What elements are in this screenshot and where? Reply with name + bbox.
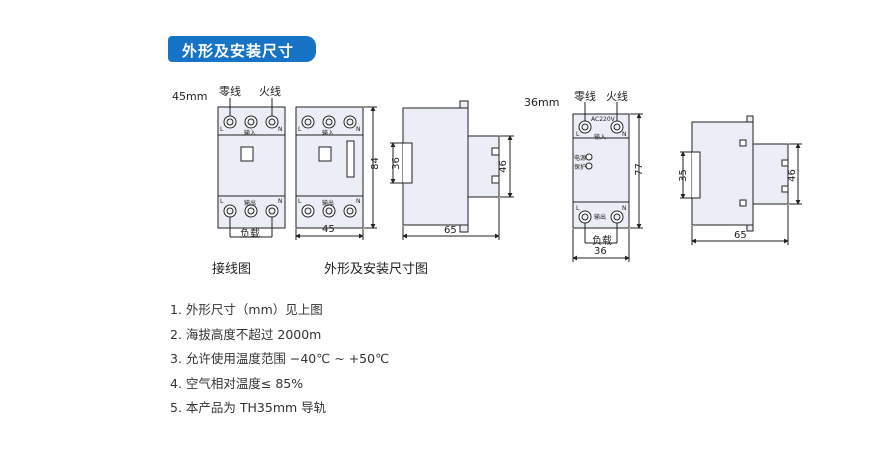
input-label-36: 输入 <box>594 134 607 141</box>
side-view-45 <box>390 100 514 240</box>
voltage-label: AC220V <box>591 116 615 123</box>
front-outline-36 <box>572 102 643 262</box>
dim-width-36: 36 <box>594 246 607 257</box>
note-item: 2. 海拔高度不超过 2000m <box>170 326 322 342</box>
live-wire-label-36: 火线 <box>606 90 628 103</box>
wiring-diagram-45 <box>217 98 286 238</box>
section-header: 外形及安装尺寸 <box>168 36 316 62</box>
outline-terminal-n-label: N <box>356 126 361 133</box>
outline-terminal-l-label: L <box>298 126 302 133</box>
dim-rail-36: 36 <box>390 157 402 170</box>
load-label: 负载 <box>240 229 260 240</box>
section-title: 外形及安装尺寸 <box>182 42 295 60</box>
neutral-wire-label-36: 零线 <box>574 90 596 103</box>
wiring-diagram-caption: 接线图 <box>212 262 252 277</box>
note-item: 5. 本产品为 TH35mm 导轨 <box>170 400 327 415</box>
terminal-n-bottom-label: N <box>278 198 283 205</box>
dim-height-84: 84 <box>369 157 381 170</box>
model-36-width-label: 36mm <box>524 96 560 109</box>
model-45-width-label: 45mm <box>172 90 208 103</box>
terminal-n-bottom-label-36: N <box>622 205 627 212</box>
dim-rail-35: 35 <box>677 169 689 182</box>
output-label: 输出 <box>244 200 257 207</box>
outline-input-label: 输入 <box>322 130 335 137</box>
spec-notes: 1. 外形尺寸（mm）见上图 2. 海拔高度不超过 2000m 3. 允许使用温… <box>170 302 389 425</box>
drawing-svg <box>217 98 802 262</box>
outline-output-label: 输出 <box>322 200 335 207</box>
dimension-drawing: 45mm 零线 火线 L 输入 N L 输出 N 负载 L 输入 N L 输出 … <box>172 85 802 277</box>
outline-terminal-n-bottom-label: N <box>356 198 361 205</box>
live-wire-label: 火线 <box>259 85 281 98</box>
terminal-l-label-36: L <box>576 131 580 138</box>
front-outline-45 <box>295 106 377 240</box>
terminal-l-bottom-label-36: L <box>576 205 580 212</box>
note-item: 1. 外形尺寸（mm）见上图 <box>170 302 323 317</box>
input-label: 输入 <box>244 130 257 137</box>
note-item: 4. 空气相对温度≤ 85% <box>170 375 304 391</box>
terminal-l-label: L <box>220 126 224 133</box>
dim-width-45: 45 <box>322 224 335 235</box>
dim-height-77: 77 <box>633 163 645 176</box>
outline-terminal-l-bottom-label: L <box>298 198 302 205</box>
dim-depth-65: 65 <box>444 225 457 236</box>
side-view-36 <box>680 115 802 245</box>
outline-diagram-caption: 外形及安装尺寸图 <box>324 262 429 277</box>
terminal-n-label-36: N <box>622 131 627 138</box>
power-indicator-label: 电源 <box>574 155 587 162</box>
load-label-36: 负载 <box>592 236 612 247</box>
output-label-36: 输出 <box>594 214 607 221</box>
note-item: 3. 允许使用温度范围 −40℃ ~ +50℃ <box>170 351 390 366</box>
dim-side-46-36: 46 <box>786 169 798 182</box>
dim-side-46: 46 <box>497 160 509 173</box>
dim-depth-65-36: 65 <box>734 230 747 241</box>
neutral-wire-label: 零线 <box>219 85 241 98</box>
protect-indicator-label: 保护 <box>574 164 587 171</box>
terminal-n-label: N <box>278 126 283 133</box>
terminal-l-bottom-label: L <box>220 198 224 205</box>
